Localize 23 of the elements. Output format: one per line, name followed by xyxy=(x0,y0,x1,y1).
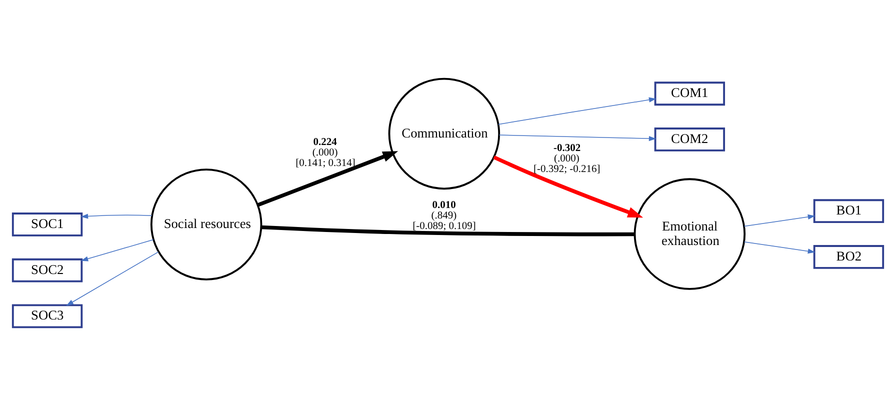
arrow xyxy=(80,238,154,261)
arrow xyxy=(744,240,816,254)
node-box: SOC1 xyxy=(12,212,83,236)
arrow xyxy=(66,251,159,306)
edge-label: 0.224 (.000) [0.141; 0.314] xyxy=(296,136,356,169)
node-box: SOC3 xyxy=(12,304,83,328)
connector xyxy=(261,224,635,236)
node-circle: Emotional exhaustion xyxy=(634,178,746,290)
arrow xyxy=(498,134,656,141)
edge-label: -0.302 (.000) [-0.392; -0.216] xyxy=(533,142,600,174)
node-circle: Social resources xyxy=(150,168,262,280)
arrow xyxy=(744,214,816,226)
arrow xyxy=(498,96,656,124)
node-box: BO1 xyxy=(813,198,884,223)
node-box: SOC2 xyxy=(12,258,83,282)
arrow xyxy=(80,213,152,218)
node-circle: Communication xyxy=(388,77,500,190)
arrow xyxy=(493,154,644,218)
node-box: COM2 xyxy=(654,127,726,151)
arrow xyxy=(257,150,398,206)
node-box: COM1 xyxy=(654,81,726,106)
node-box: BO2 xyxy=(813,244,884,268)
edge-label: 0.010 (.849) [-0.089; 0.109] xyxy=(412,200,476,232)
